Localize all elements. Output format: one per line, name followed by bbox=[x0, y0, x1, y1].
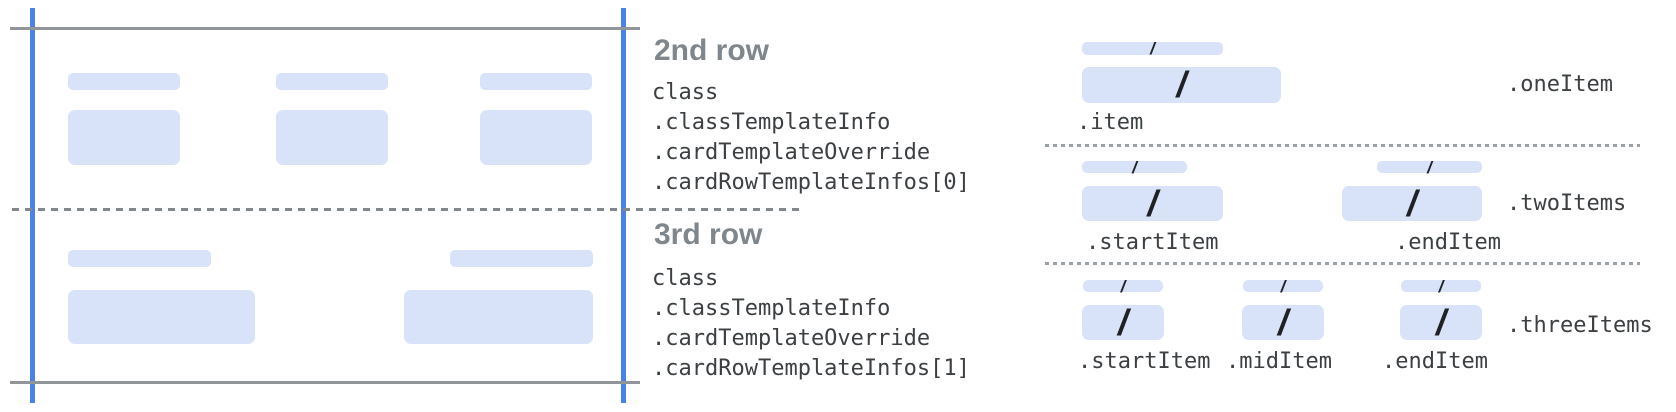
item-label: .startItem bbox=[1086, 230, 1219, 255]
code-path-line: class bbox=[652, 80, 719, 105]
slash-icon: / bbox=[1132, 157, 1137, 177]
guide-line-right bbox=[621, 8, 626, 403]
three-items-mid-label-bar: / bbox=[1243, 276, 1323, 296]
slash-icon: / bbox=[1280, 276, 1286, 296]
slash-icon: / bbox=[1406, 182, 1417, 224]
three-items-end-label-bar: / bbox=[1401, 276, 1481, 296]
row3-start-field-value-block bbox=[68, 290, 255, 344]
slash-icon: / bbox=[1150, 39, 1155, 58]
row2-heading: 2nd row bbox=[654, 34, 770, 67]
three-items-end-value-bar: / bbox=[1400, 301, 1482, 343]
two-items-start-value-bar: / bbox=[1082, 182, 1223, 224]
row-type-label-two-items: .twoItems bbox=[1507, 191, 1627, 216]
item-label: .endItem bbox=[1395, 230, 1501, 255]
row2-col1-field-value-block bbox=[68, 110, 180, 165]
item-label: .item bbox=[1077, 110, 1144, 135]
item-label: .startItem bbox=[1078, 349, 1211, 374]
row-type-label-three-items: .threeItems bbox=[1507, 313, 1653, 338]
guide-line-left bbox=[30, 8, 35, 403]
row2-col1-field-label-bar bbox=[68, 73, 180, 90]
code-path-line: .cardTemplateOverride bbox=[652, 326, 931, 351]
one-item-label-bar: / bbox=[1082, 39, 1223, 58]
row3-code-path: class .classTemplateInfo .cardTemplateOv… bbox=[652, 264, 970, 384]
code-path-line: .cardTemplateOverride bbox=[652, 140, 931, 165]
row2-col3-field-label-bar bbox=[480, 73, 592, 90]
code-path-line: .cardRowTemplateInfos[1] bbox=[652, 356, 970, 381]
guide-line-bottom bbox=[10, 381, 640, 384]
section-divider bbox=[1045, 144, 1640, 147]
three-items-start-label-bar: / bbox=[1083, 276, 1163, 296]
slash-icon: / bbox=[1435, 301, 1446, 343]
two-items-end-value-bar: / bbox=[1342, 182, 1482, 224]
row-divider-dashed-line bbox=[12, 208, 802, 211]
row3-heading: 3rd row bbox=[654, 218, 763, 251]
code-path-line: .classTemplateInfo bbox=[652, 110, 891, 135]
slash-icon: / bbox=[1176, 64, 1187, 105]
three-items-start-value-bar: / bbox=[1082, 301, 1164, 343]
two-items-end-label-bar: / bbox=[1377, 157, 1482, 177]
row3-end-field-label-bar bbox=[450, 250, 593, 267]
two-items-start-label-bar: / bbox=[1082, 157, 1187, 177]
row2-col3-field-value-block bbox=[480, 110, 592, 165]
one-item-value-bar: / bbox=[1082, 67, 1281, 103]
row-type-label-one-item: .oneItem bbox=[1507, 72, 1613, 97]
row3-end-field-value-block bbox=[404, 290, 593, 344]
slash-icon: / bbox=[1120, 276, 1126, 296]
row3-start-field-label-bar bbox=[68, 250, 211, 267]
code-path-line: class bbox=[652, 266, 719, 291]
guide-line-top bbox=[10, 27, 640, 30]
code-path-line: .cardRowTemplateInfos[0] bbox=[652, 170, 970, 195]
item-label: .midItem bbox=[1226, 349, 1332, 374]
row2-code-path: class .classTemplateInfo .cardTemplateOv… bbox=[652, 78, 970, 198]
row2-col2-field-value-block bbox=[276, 110, 388, 165]
code-path-line: .classTemplateInfo bbox=[652, 296, 891, 321]
section-divider bbox=[1045, 262, 1640, 265]
slash-icon: / bbox=[1277, 301, 1288, 343]
slash-icon: / bbox=[1427, 157, 1432, 177]
three-items-mid-value-bar: / bbox=[1242, 301, 1324, 343]
slash-icon: / bbox=[1147, 182, 1158, 224]
slash-icon: / bbox=[1438, 276, 1444, 296]
item-label: .endItem bbox=[1382, 349, 1488, 374]
row2-col2-field-label-bar bbox=[276, 73, 388, 90]
slash-icon: / bbox=[1117, 301, 1128, 343]
